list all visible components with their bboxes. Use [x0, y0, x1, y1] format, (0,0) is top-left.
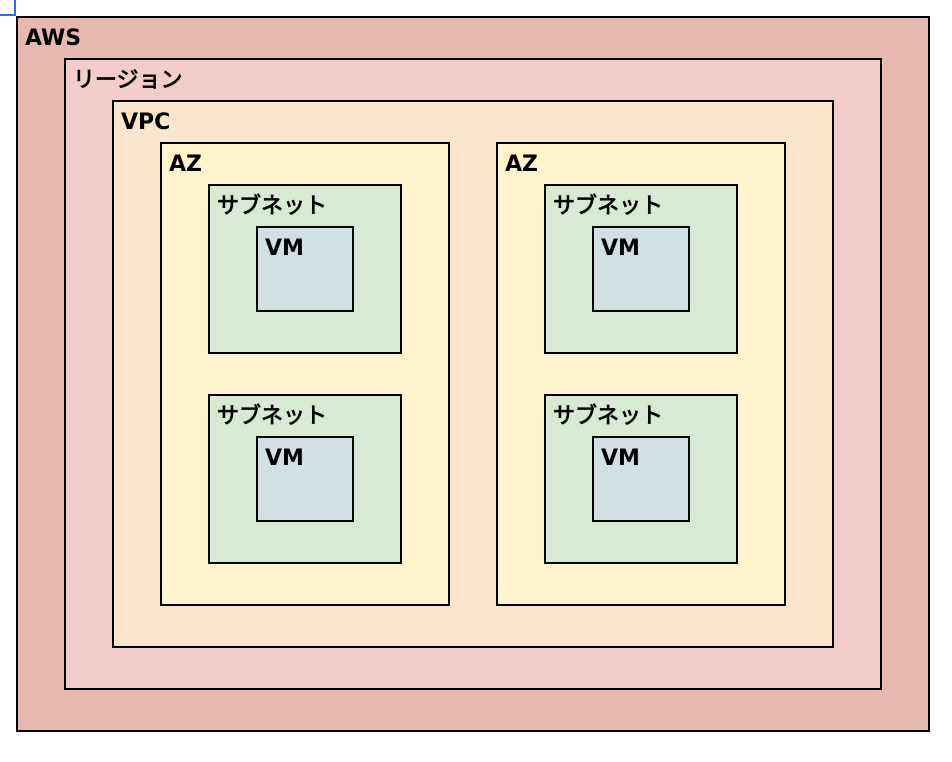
vm-box[interactable]: VM	[592, 436, 690, 522]
subnet-label: サブネット	[553, 194, 664, 219]
vm-box[interactable]: VM	[256, 226, 354, 312]
az-label: AZ	[505, 152, 538, 177]
subnet-label: サブネット	[217, 194, 328, 219]
aws-label: AWS	[25, 26, 82, 51]
vm-label: VM	[265, 446, 304, 471]
subnet-label: サブネット	[217, 404, 328, 429]
vm-box[interactable]: VM	[256, 436, 354, 522]
vm-label: VM	[601, 236, 640, 261]
subnet-label: サブネット	[553, 404, 664, 429]
vm-label: VM	[601, 446, 640, 471]
vm-box[interactable]: VM	[592, 226, 690, 312]
region-label: リージョン	[73, 68, 183, 93]
vpc-label: VPC	[121, 110, 171, 135]
vm-label: VM	[265, 236, 304, 261]
az-label: AZ	[169, 152, 202, 177]
selection-corner-marker	[0, 0, 16, 16]
